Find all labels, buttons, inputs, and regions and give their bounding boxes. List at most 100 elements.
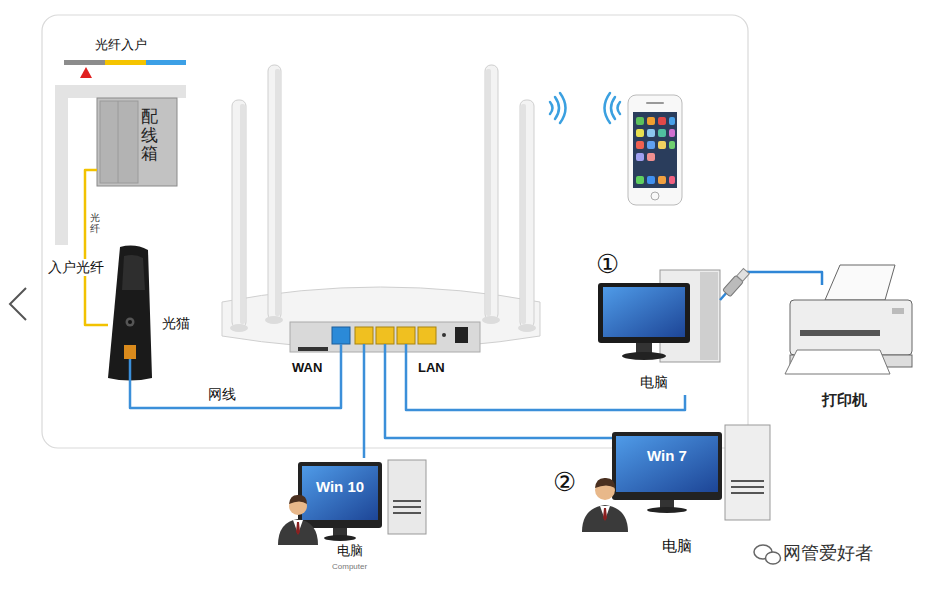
computer: Win 10电脑Computer [275,458,427,576]
computer-win10 [393,506,421,508]
router-shape [363,344,366,355]
fiber-bar [105,60,146,65]
printer-shape [785,350,890,374]
computer-win10 [393,500,421,502]
phone [669,129,675,137]
port-label: WAN [292,360,322,376]
computer-win7 [647,507,687,513]
modem-shape [108,246,152,381]
phone [651,192,659,200]
usb-cable [720,272,822,300]
computer-one [598,283,690,343]
wifi-symbol [611,97,615,119]
phone [658,117,666,125]
phone [647,176,655,184]
computer-win10 [388,460,426,534]
wechat-icon [766,552,781,564]
computer-one [636,343,652,353]
modem-shape [124,345,136,359]
printer-shape [892,308,904,314]
phone [658,176,666,184]
printer: 打印机 [785,285,917,410]
usb-plug [723,268,751,297]
router-shape [521,104,526,324]
computer-win7 [600,506,610,520]
router-shape [485,65,498,320]
modem-shape [108,246,152,381]
usb-plug [737,268,750,281]
router-shape [268,65,281,320]
optical-modem: 光猫 [108,245,198,380]
router-shape [486,69,491,316]
wifi-symbol [618,102,621,114]
phone [636,153,644,161]
phone [669,141,675,149]
phone [669,176,675,184]
fiber-bar [64,60,186,78]
router-shape [384,344,387,355]
router-shape [240,104,245,324]
device-label: 光猫 [162,315,190,332]
modem-shape [129,359,132,380]
computer-win10 [293,520,303,534]
computer-win10 [333,528,347,536]
wall [55,85,186,245]
phone [646,102,664,104]
phone [636,141,644,149]
phone [647,141,655,149]
computer-win7 [731,486,764,488]
computer-win10 [289,495,307,504]
computer-win7 [603,508,607,521]
fiber-cable [85,170,108,325]
distribution-box-shape [97,98,177,186]
printer-shape [825,265,895,300]
computer-win7 [725,425,770,520]
phone [647,129,655,137]
computer-win7 [582,505,628,532]
router-shape [230,324,248,332]
printer-shape [800,330,880,336]
router-shape [332,327,350,344]
phone [669,117,675,125]
printer-shape [785,265,912,374]
wechat-icon [754,545,781,564]
phone [636,176,644,184]
watermark: 网管爱好者 [783,543,873,565]
distribution-box-shape [118,101,119,183]
computer-win7 [595,478,615,488]
computer: Win 7电脑 [612,425,772,560]
callout-number: ① [596,249,619,280]
wifi-symbol [550,93,620,123]
modem-shape [122,255,145,290]
phone [636,117,644,125]
router-shape [397,327,415,344]
computer-one [598,270,720,362]
network-cable [130,355,341,408]
router-shape [442,333,446,337]
computer: 电脑 [598,268,720,395]
computer-win7 [582,425,770,532]
modem-shape [126,318,135,327]
router-shape [355,327,373,344]
callout-number: ② [553,467,576,498]
router-shape [340,344,343,355]
router-shape [275,69,280,316]
box-label: 配线箱 [141,108,158,164]
fiber-bar [146,60,186,65]
wall [55,85,68,245]
nav-chevron [10,288,26,320]
wifi-symbol [560,93,566,123]
cable-label: 网线 [208,386,236,403]
heading-label: 光纤入户 [95,37,147,53]
distribution-box-shape [100,101,138,183]
router-shape [482,316,500,324]
router-shape [405,344,408,355]
device-label: 电脑 [662,537,692,555]
printer-shape [790,300,912,355]
phone [628,95,682,205]
device-label: 电脑 [337,543,363,559]
